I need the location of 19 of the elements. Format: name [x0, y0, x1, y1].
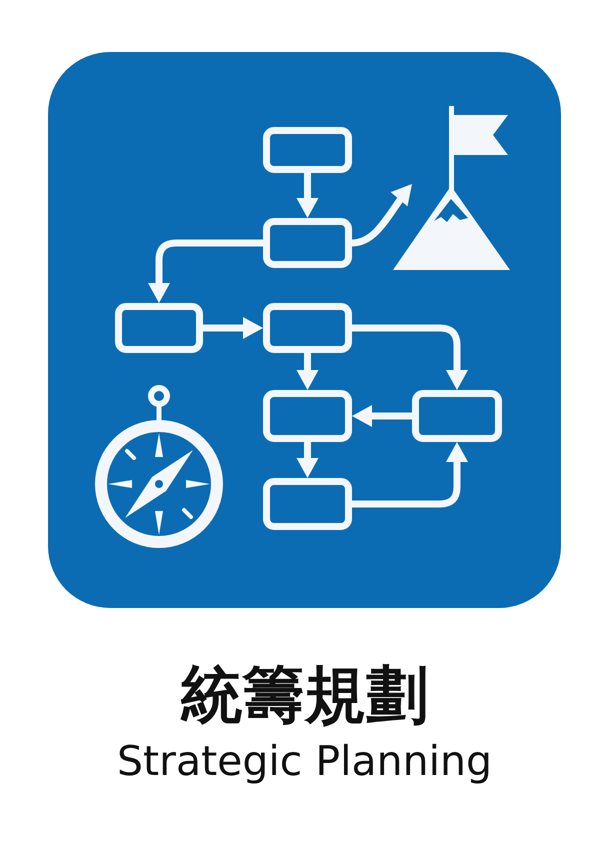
process-box — [115, 303, 203, 353]
arrow — [296, 353, 318, 390]
arrow — [296, 442, 318, 478]
arrow — [203, 317, 263, 339]
process-box — [263, 127, 352, 173]
arrow — [148, 240, 263, 303]
arrow — [352, 405, 412, 427]
arrow — [352, 442, 468, 508]
arrow — [296, 173, 318, 218]
mountain-flag-icon — [391, 105, 511, 271]
arrow — [352, 324, 468, 390]
process-box — [263, 390, 352, 442]
process-box — [263, 478, 352, 530]
process-box — [263, 218, 352, 268]
arrow — [352, 182, 415, 246]
process-box — [412, 390, 502, 442]
process-box — [263, 303, 352, 353]
caption: Strategic Planning — [117, 738, 492, 786]
title: 統籌規劃 — [180, 662, 428, 728]
